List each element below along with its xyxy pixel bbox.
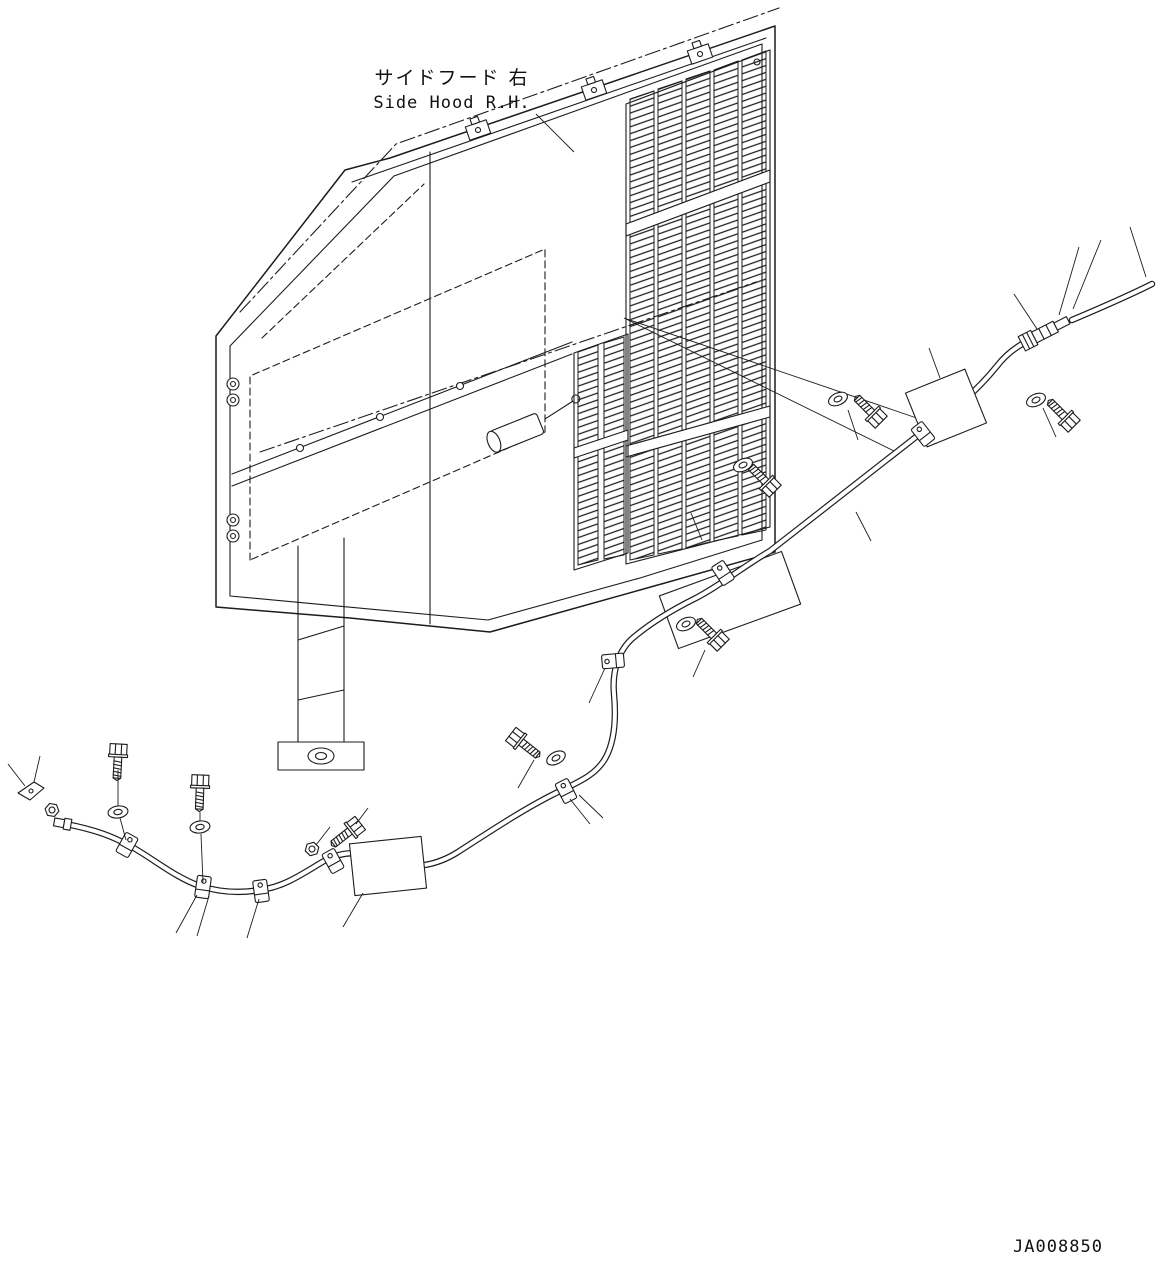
leader-lines bbox=[7, 113, 1147, 939]
hinge-pins bbox=[226, 377, 240, 543]
hex-nut bbox=[303, 840, 321, 858]
rail-bolt-icon bbox=[455, 381, 465, 391]
flat-washer bbox=[543, 747, 569, 769]
louver-grille-right bbox=[625, 49, 771, 565]
flat-washer bbox=[825, 388, 851, 410]
harness-clamp bbox=[600, 652, 626, 670]
mounting-plate bbox=[658, 550, 802, 650]
hidden-edge bbox=[261, 183, 425, 339]
hex-bolt bbox=[848, 389, 889, 430]
hose-fitting bbox=[1017, 316, 1071, 352]
wiring-harness-tube bbox=[62, 280, 1156, 896]
phantom-outline bbox=[239, 7, 780, 313]
hood-outline bbox=[215, 25, 776, 633]
side-hood-panel bbox=[215, 7, 780, 771]
harness-clamp bbox=[114, 831, 140, 859]
drawing-number: JA008850 bbox=[1013, 1237, 1103, 1257]
support-leg bbox=[277, 537, 365, 771]
rail-bolt-icon bbox=[375, 412, 385, 422]
hex-bolt bbox=[189, 774, 211, 813]
projection-lines bbox=[623, 317, 941, 453]
rail-bolt-icon bbox=[295, 443, 305, 453]
hinge-icon bbox=[684, 37, 714, 65]
mid-rail bbox=[231, 341, 573, 487]
access-panel bbox=[249, 248, 546, 561]
hex-bolt bbox=[1041, 393, 1082, 434]
clip bbox=[17, 781, 45, 801]
hinge-icon bbox=[462, 113, 492, 141]
louver-grille-small bbox=[573, 333, 629, 571]
latch-cylinder bbox=[486, 394, 581, 453]
title-japanese: サイドフード 右 bbox=[374, 67, 529, 89]
hex-bolt bbox=[504, 725, 546, 765]
hex-nut bbox=[43, 802, 61, 818]
flat-washer bbox=[106, 804, 130, 820]
harness-clamp bbox=[251, 878, 271, 904]
flat-washer bbox=[188, 819, 212, 835]
hinge-icon bbox=[578, 73, 608, 101]
tube-end-fitting bbox=[52, 817, 73, 831]
title-english: Side Hood R.H. bbox=[373, 93, 530, 113]
mounting-plate bbox=[348, 835, 428, 897]
flat-washer bbox=[1023, 389, 1049, 411]
